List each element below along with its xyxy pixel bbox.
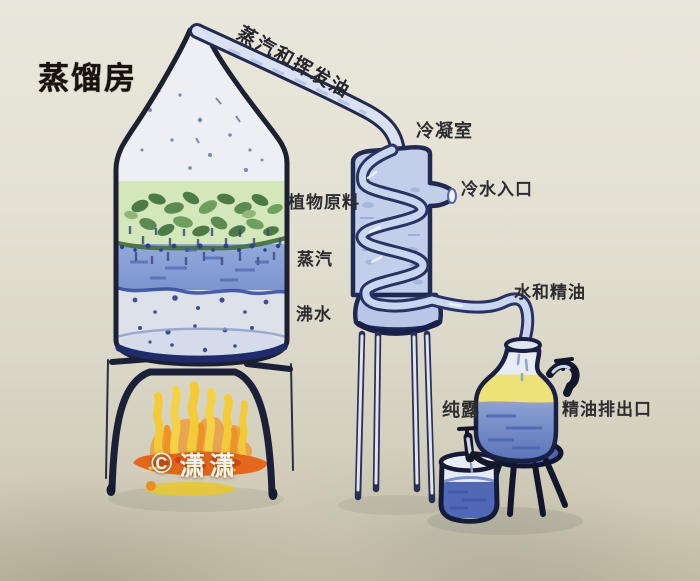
condenser-coil	[355, 143, 535, 350]
label-steam: 蒸汽	[297, 250, 333, 269]
label-water-and-essential-oil: 水和精油	[514, 283, 586, 302]
flask-drips	[516, 353, 529, 382]
flask-mouth	[504, 337, 542, 353]
boiling-bubbles	[132, 295, 269, 353]
stand-arch	[106, 368, 278, 500]
condenser	[350, 143, 535, 504]
copyright-icon: ©	[151, 448, 173, 480]
vapor-tube	[189, 23, 405, 168]
label-essential-oil-outlet: 精油排出口	[562, 400, 652, 419]
label-boiling-water: 沸水	[296, 305, 332, 324]
label-cold-water-inlet: 冷水入口	[461, 180, 533, 199]
still-bottom-rim	[115, 343, 288, 363]
label-condensing-chamber: 冷凝室	[416, 121, 473, 141]
label-distillation-room: 蒸馏房	[38, 61, 137, 96]
hydrosol-layer	[476, 403, 556, 461]
still-bottom-inner-rim	[116, 327, 287, 339]
label-plant-material: 植物原料	[288, 193, 360, 212]
water-streaks	[130, 248, 269, 282]
watermark-name: 潇潇	[179, 451, 240, 481]
oil-outlet-tap	[546, 357, 580, 397]
water-bottom-wave	[117, 286, 286, 296]
separator-flask	[457, 337, 580, 474]
condenser-legs	[354, 330, 436, 504]
fire-under-glow	[145, 482, 235, 496]
cold-water-inlet-mouth	[447, 188, 457, 204]
steam-water-band	[116, 244, 287, 292]
hydrosol-tap	[457, 426, 503, 474]
oil-layer	[476, 374, 556, 404]
plant-leaves	[124, 191, 283, 237]
water-surface-specks	[119, 243, 281, 252]
fire	[133, 381, 268, 496]
still-vessel	[112, 30, 292, 366]
label-hydrosol: 纯露	[442, 400, 480, 420]
watermark: © 潇潇	[151, 446, 239, 483]
